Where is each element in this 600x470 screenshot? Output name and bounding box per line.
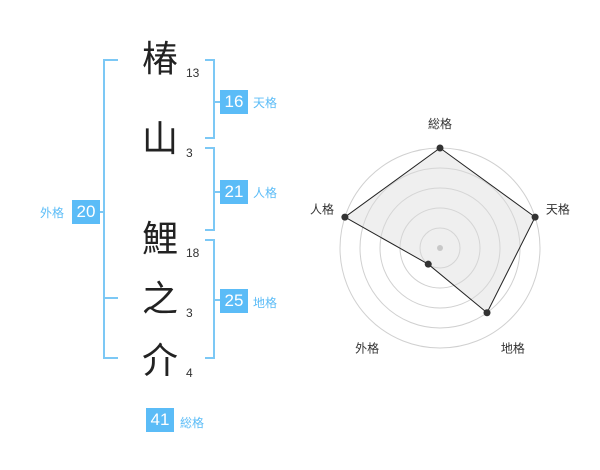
gaikaku-value: 20 (72, 200, 100, 224)
soukaku-value: 41 (146, 408, 174, 432)
radar-point-5 (341, 213, 349, 221)
gaikaku-label: 外格 (40, 206, 65, 220)
radar-ring-3 (379, 187, 501, 309)
stroke-count-4: 3 (186, 306, 193, 320)
radar-point-1 (436, 144, 444, 152)
name-char-1: 椿 (141, 39, 178, 80)
jinkaku-value: 21 (220, 180, 248, 204)
radar-axis-label-3: 地格 (501, 340, 525, 355)
stroke-count-3: 18 (186, 246, 200, 260)
radar-point-3 (483, 309, 491, 317)
name-char-5: 介 (141, 341, 178, 382)
radar-axis-label-5: 人格 (310, 202, 334, 217)
jinkaku-bracket (205, 147, 215, 231)
radar-center (437, 245, 443, 251)
name-char-2: 山 (141, 119, 178, 160)
radar-axis-label-4: 外格 (355, 340, 379, 355)
tenkaku-value: 16 (220, 90, 248, 114)
chikaku-label: 地格 (253, 296, 278, 310)
radar-point-4 (424, 260, 432, 268)
radar-point-2 (531, 213, 539, 221)
stroke-count-5: 4 (186, 366, 193, 380)
name-char-4: 之 (141, 279, 178, 320)
gaikaku-bracket (103, 59, 118, 359)
tenkaku-label: 天格 (253, 96, 278, 110)
soukaku-label: 総格 (180, 416, 205, 430)
radar-axis-label-1: 総格 (428, 116, 452, 131)
radar-polygon (343, 147, 536, 314)
stroke-count-1: 13 (186, 66, 200, 80)
name-char-3: 鯉 (141, 219, 178, 260)
tenkaku-bracket (205, 59, 215, 139)
chikaku-value: 25 (220, 289, 248, 313)
radar-axis-label-2: 天格 (546, 202, 570, 217)
stroke-count-2: 3 (186, 146, 193, 160)
jinkaku-label: 人格 (253, 186, 278, 200)
radar-ring-1 (419, 227, 461, 269)
